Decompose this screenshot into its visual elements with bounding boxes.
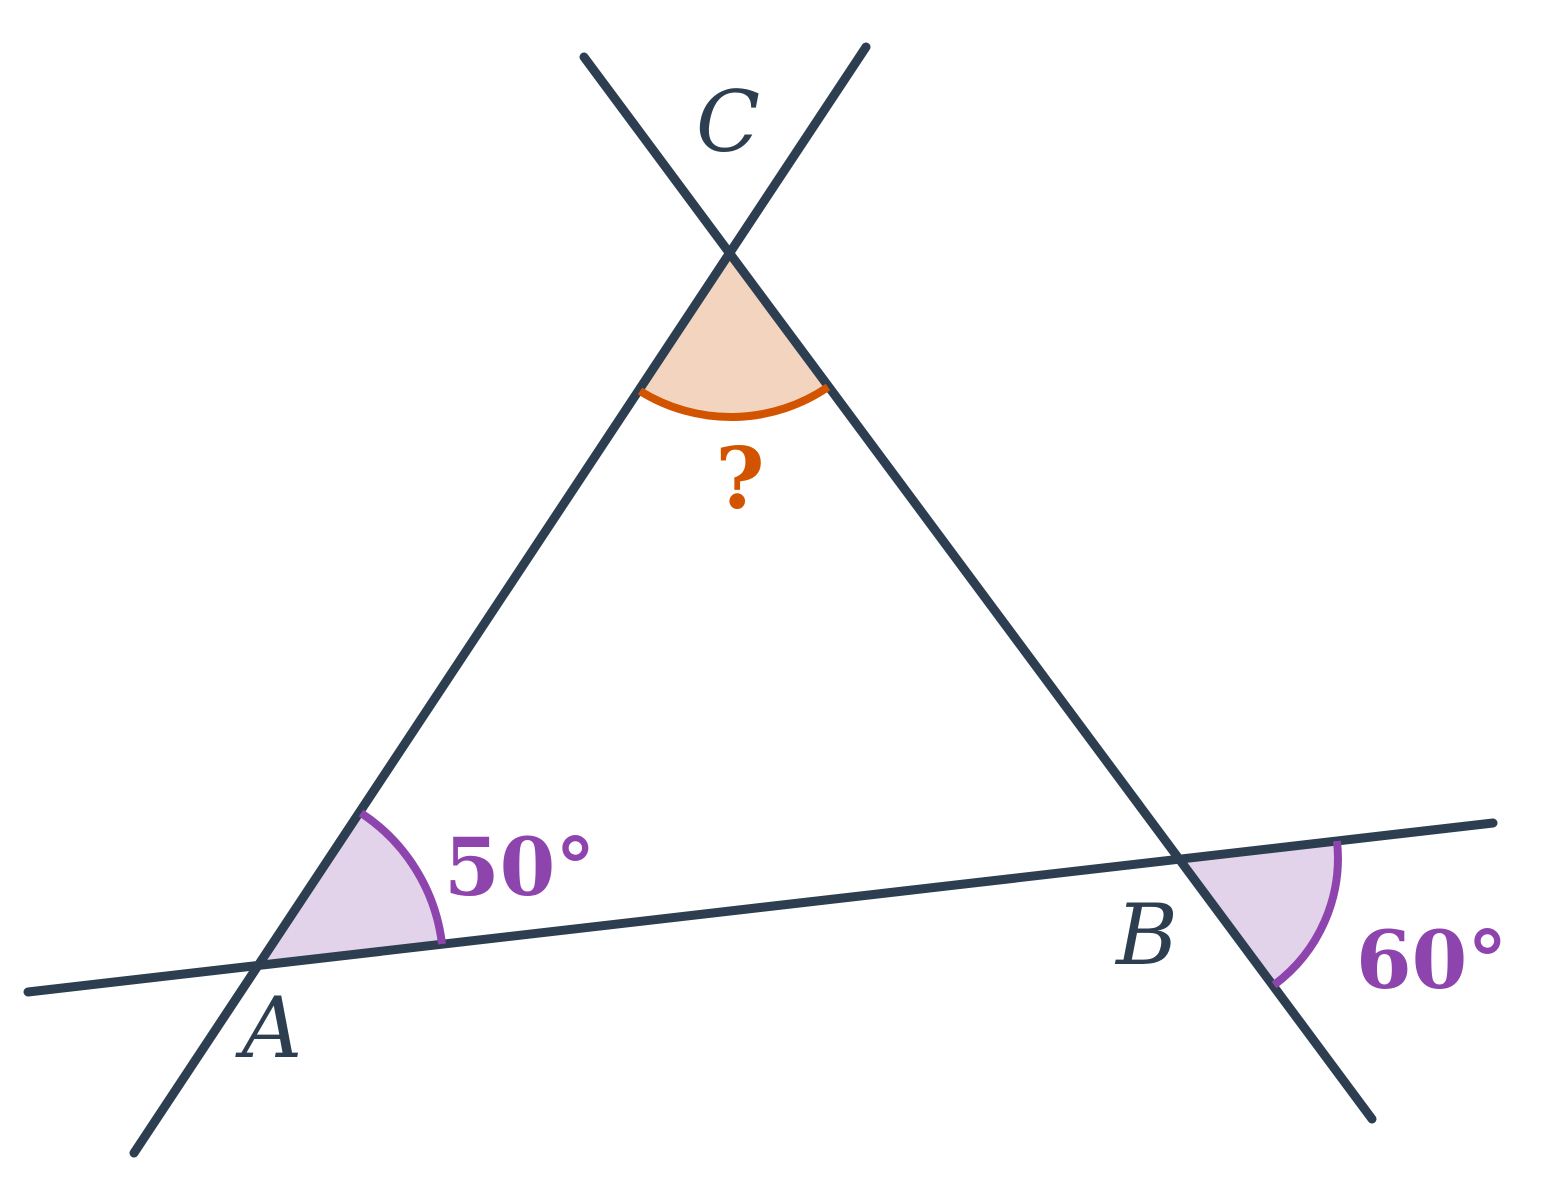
angle-a-arc (358, 809, 446, 945)
line-through-b-and-c (579, 52, 1377, 1124)
vertex-b-label: B (1114, 886, 1178, 984)
angle-b-exterior-sector (1180, 841, 1338, 985)
angle-b-value-label: 60° (1356, 913, 1507, 1007)
line-through-a-and-b (23, 818, 1498, 997)
vertex-a-label: A (235, 979, 303, 1077)
angle-c-unknown-label: ? (715, 429, 764, 528)
angle-c-sector (640, 253, 828, 418)
angle-c-arc (637, 383, 831, 421)
angle-a-value-label: 50° (444, 820, 595, 914)
vertex-c-label: C (696, 73, 760, 171)
angle-b-exterior-arc (1271, 840, 1342, 989)
angle-a-sector (260, 813, 442, 965)
